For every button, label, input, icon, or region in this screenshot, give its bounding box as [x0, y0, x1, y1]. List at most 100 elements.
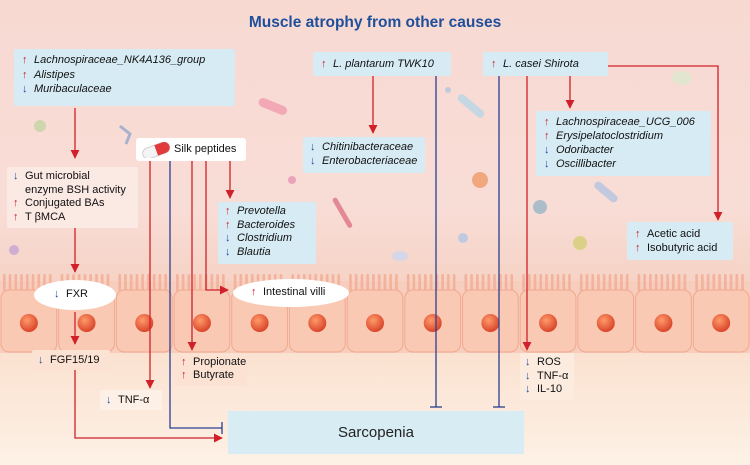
- microvillus: [447, 274, 450, 291]
- cell-nucleus: [77, 314, 96, 332]
- l-casei-box: ↑L. casei Shirota: [483, 52, 608, 76]
- cell-nucleus: [654, 314, 673, 332]
- microvillus: [556, 274, 560, 291]
- arrow-indicator: ↑: [181, 356, 187, 368]
- arrow-indicator: ↑: [13, 210, 19, 223]
- microvillus: [550, 274, 554, 291]
- box-row: ↑Propionate: [181, 356, 246, 369]
- taxon-label: Alistipes: [34, 68, 75, 81]
- arrow-indicator: ↓: [106, 394, 112, 406]
- microvillus: [701, 274, 704, 291]
- microvillus: [724, 274, 727, 291]
- strain-label: L. plantarum TWK10: [333, 58, 434, 70]
- microvillus: [585, 274, 589, 291]
- lachnospiraceae-box: ↑ Lachnospiraceae_NK4A136_group ↑ Alistipe…: [14, 49, 235, 106]
- box-row: ↑ Bacteroides: [225, 219, 309, 233]
- arrow-indicator: ↓: [525, 356, 531, 368]
- microvillus: [158, 274, 162, 291]
- microvillus: [199, 274, 202, 291]
- box-row: ↑Conjugated BAs: [13, 197, 132, 211]
- cell-nucleus: [19, 314, 38, 332]
- arrow-indicator: ↓: [525, 383, 531, 395]
- bile-acid-box: ↓Gut microbial enzyme BSH activity ↑Conj…: [7, 167, 138, 228]
- text-label: T βMCA: [25, 210, 66, 223]
- microvillus: [522, 274, 525, 291]
- taxon-label: Clostridium: [237, 232, 293, 244]
- box-row: ↓ ROS: [525, 356, 569, 370]
- arrow-indicator: ↓: [544, 158, 550, 170]
- microvillus: [31, 274, 35, 291]
- microvillus: [493, 274, 496, 291]
- sarcopenia-box: Sarcopenia: [228, 411, 524, 454]
- arrow-indicator: ↓: [13, 170, 19, 182]
- microvillus: [164, 274, 167, 291]
- microvillus: [441, 274, 444, 291]
- microvillus: [20, 274, 23, 291]
- microvillus: [735, 274, 739, 291]
- microvillus: [354, 274, 358, 291]
- arrow-indicator: ↓: [544, 144, 550, 156]
- arrow-indicator: ↑: [22, 68, 28, 81]
- arrow-indicator: ↓: [310, 154, 316, 167]
- cell-nucleus: [481, 314, 500, 332]
- box-row: ↓Gut microbial: [13, 170, 132, 184]
- inhibition-lines: [169, 76, 505, 434]
- arrow-indicator: ↓: [225, 232, 231, 244]
- microvillus: [349, 274, 352, 291]
- box-row: ↑ T βMCA: [13, 211, 132, 225]
- microvillus: [579, 274, 583, 291]
- cell-nucleus: [308, 314, 327, 332]
- cell-nucleus: [192, 314, 211, 332]
- marker-label: IL-10: [537, 383, 563, 395]
- microvillus: [608, 274, 612, 291]
- marker-label: ROS: [537, 356, 561, 368]
- arrow-indicator: ↑: [225, 218, 231, 231]
- taxon-label: Prevotella: [237, 205, 286, 217]
- box-row: ↑Prevotella: [225, 205, 309, 219]
- box-row: ↑L. casei Shirota: [491, 57, 600, 72]
- microvillus: [481, 274, 485, 291]
- microvillus: [677, 274, 681, 291]
- microvillus: [216, 274, 219, 291]
- arrow-indicator: ↓: [310, 141, 316, 153]
- microvillus: [429, 274, 433, 291]
- tnf-label: TNF-α: [118, 394, 150, 406]
- taxon-label: Odoribacter: [556, 144, 614, 156]
- microvillus: [741, 274, 744, 291]
- box-row: ↑Lachnospiraceae_UCG_006: [544, 115, 703, 129]
- arrow-indicator: ↑: [635, 242, 641, 254]
- silk-peptides-label: Silk peptides: [174, 143, 237, 155]
- fgf-label: FGF15/19: [50, 354, 100, 366]
- arrow-indicator: ↑: [22, 54, 28, 66]
- microvillus: [666, 274, 669, 291]
- box-row: ↓Enterobacteriaceae: [310, 155, 418, 169]
- villi-label: Intestinal villi: [263, 286, 326, 298]
- silk-peptides-box: Silk peptides: [136, 138, 246, 161]
- cell-nucleus: [712, 314, 731, 332]
- microvillus: [193, 274, 196, 291]
- box-row: ↓ IL-10: [525, 383, 569, 397]
- microvillus: [695, 274, 698, 291]
- box-row: ↑Acetic acid: [635, 227, 725, 241]
- marker-label: TNF-α: [537, 369, 569, 382]
- microvillus: [649, 274, 652, 291]
- microvillus: [8, 274, 12, 291]
- microvillus: [412, 274, 416, 291]
- fgf-box: ↓FGF15/19: [32, 350, 110, 370]
- taxon-label: Lachnospiraceae_NK4A136_group: [34, 54, 206, 66]
- microvillus: [597, 274, 600, 291]
- capsule-icon: [142, 142, 171, 158]
- text-label: enzyme BSH activity: [25, 183, 126, 196]
- metabolite-label: Isobutyric acid: [647, 242, 718, 254]
- chitinibacteraceae-box: ↓Chitinibacteraceae ↓Enterobacteriaceae: [303, 137, 425, 173]
- microvillus: [591, 274, 595, 291]
- taxon-label: Bacteroides: [237, 218, 296, 231]
- microvillus: [504, 274, 508, 291]
- microvillus: [643, 274, 646, 291]
- microvillus: [176, 274, 179, 291]
- fxr-node: ↓FXR: [34, 280, 116, 310]
- arrow-indicator: ↓: [54, 288, 60, 300]
- text-label: Conjugated BAs: [25, 197, 105, 209]
